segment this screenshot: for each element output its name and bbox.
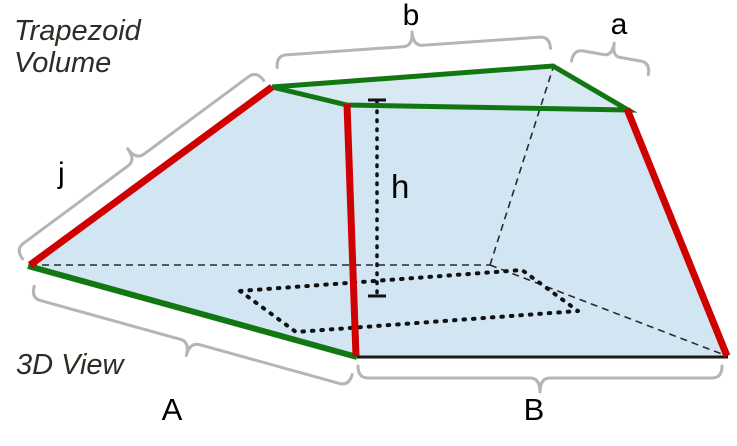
top-face-projection-dotted	[238, 268, 580, 334]
brace-b	[275, 30, 553, 70]
label-h: h	[391, 168, 409, 205]
label-A: A	[162, 392, 183, 427]
slant-edge-j-red	[27, 84, 275, 268]
view-label: 3D View	[16, 349, 126, 381]
label-j: j	[57, 157, 65, 190]
bottom-left-edge-green	[27, 263, 358, 360]
title-line-2: Volume	[14, 47, 111, 79]
hidden-right-edge	[489, 264, 728, 357]
left-face	[30, 87, 357, 357]
brace-a	[570, 41, 651, 77]
top-face	[272, 66, 628, 110]
label-b: b	[403, 0, 420, 32]
label-a: a	[611, 8, 628, 41]
hidden-vertical-edge	[489, 67, 554, 266]
right-slant-edge-red	[623, 107, 731, 358]
title-line-1: Trapezoid	[14, 15, 142, 47]
front-face	[347, 105, 727, 357]
brace-j	[17, 72, 266, 261]
middle-slant-edge-red	[343, 103, 360, 357]
label-B: B	[524, 392, 545, 427]
brace-A	[31, 284, 354, 386]
brace-B	[356, 364, 724, 394]
